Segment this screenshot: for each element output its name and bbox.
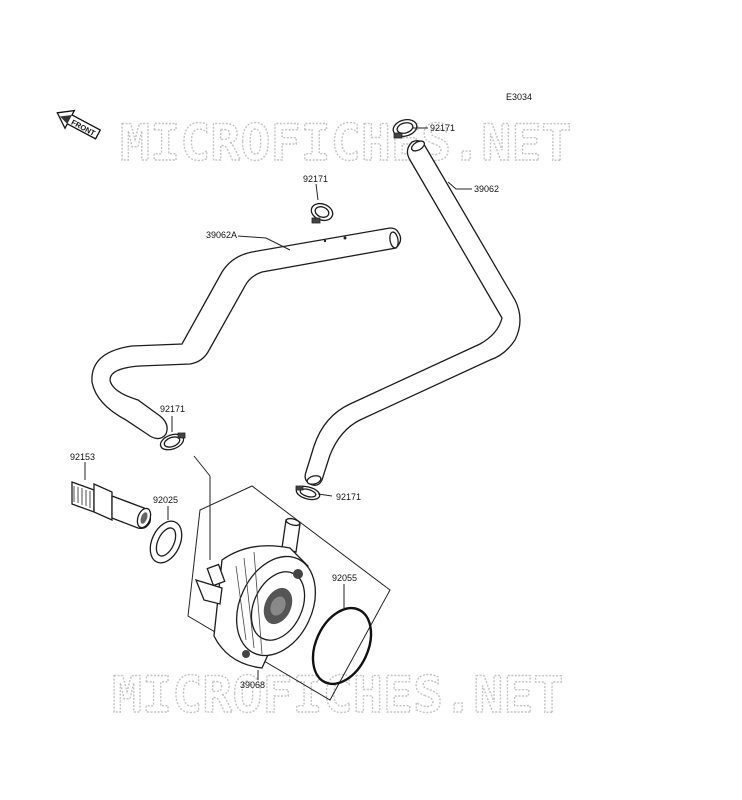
label-clamp-left: 92171	[160, 404, 185, 414]
label-o-ring-92055: 92055	[332, 573, 357, 583]
label-clamp-top: 92171	[430, 123, 455, 133]
hose-39062	[304, 140, 521, 486]
gasket-92025	[149, 520, 183, 564]
o-ring-92055	[311, 606, 373, 686]
fitting-92153	[71, 481, 152, 530]
clamp-left	[159, 432, 186, 451]
watermark-bottom: MICROFICHES.NET	[112, 666, 564, 724]
diagram-code: E3034	[506, 92, 532, 102]
label-clamp-middle: 92171	[303, 174, 328, 184]
label-clamp-lower: 92171	[336, 492, 361, 502]
label-gasket-92025: 92025	[153, 495, 178, 505]
label-hose-39062a: 39062A	[206, 230, 237, 240]
oil-cooler-39068	[194, 517, 316, 669]
leader-lines	[84, 127, 472, 680]
front-arrow-icon: FRONT	[56, 109, 102, 140]
clamp-lower	[295, 485, 321, 501]
clamp-middle	[310, 202, 334, 224]
clamp-top	[392, 119, 418, 139]
hose-39062a	[91, 227, 402, 440]
label-fitting-92153: 92153	[70, 452, 95, 462]
watermark-top: MICROFICHES.NET	[120, 114, 572, 172]
label-oil-cooler-39068: 39068	[240, 680, 265, 690]
label-hose-39062: 39062	[474, 184, 499, 194]
oil-cooler-box	[187, 485, 391, 701]
